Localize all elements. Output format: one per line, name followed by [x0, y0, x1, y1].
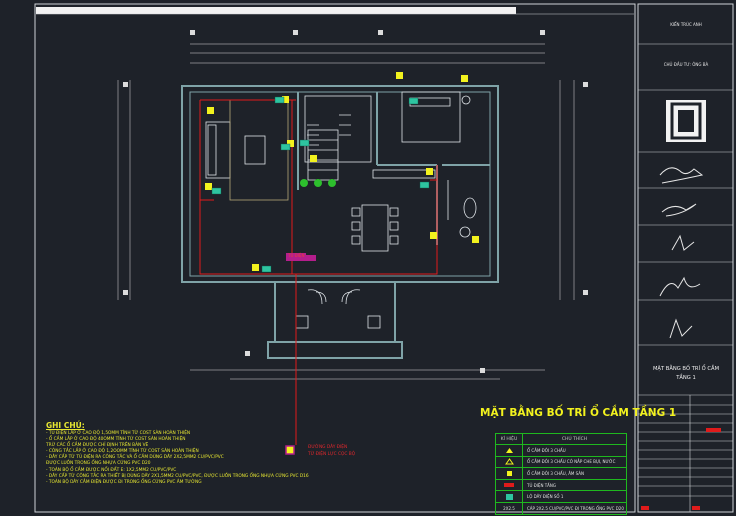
legend-symbol-floor-outlet: [496, 468, 523, 479]
legend-desc: Ổ CẮM ĐÔI 3 CHẤU: [527, 447, 566, 453]
dimension-lines: [117, 43, 575, 380]
distribution-panel: [286, 255, 316, 261]
note-line: - TOÀN BỘ Ổ CẮM ĐƯỢC NỐI ĐẤT E: 1X2,5MM2…: [46, 467, 177, 473]
legend-header: KÍ HIỆU CHÚ THÍCH: [496, 434, 626, 445]
dimension-ticks: [123, 30, 588, 373]
panel-icon: [504, 483, 514, 488]
general-notes: GHI CHÚ: - TỦ ĐIỆN LẮP Ở CAO ĐỘ 1,5OMM T…: [46, 421, 376, 486]
note-line: - TỦ ĐIỆN LẮP Ở CAO ĐỘ 1,5OMM TÍNH TỪ CO…: [46, 431, 191, 436]
legend-row: TỦ ĐIỆN TẦNG: [496, 479, 626, 492]
legend-symbol-circuit: [496, 491, 523, 502]
legend-row: Ổ CẮM ĐÔI 3 CHẤU CÓ NẮP CHE BỤI, NƯỚC: [496, 456, 626, 469]
note-line: - DÂY CẤP TỪ CÔNG TẮC RA THIẾT BỊ DÙNG D…: [46, 473, 309, 479]
service-drop-note-line-2: TỪ ĐIỆN LỰC CỌC BỘ: [308, 452, 356, 457]
outlet-covered-icon: [504, 458, 514, 465]
top-header-bar: [36, 7, 516, 14]
signature-marks: [659, 167, 704, 339]
legend-desc: TỦ ĐIỆN TẦNG: [527, 482, 556, 488]
title-block-frame: [637, 3, 734, 513]
legend-row: LỘ DÂY ĐIỆN SỐ 1: [496, 491, 626, 503]
legend-desc: LỘ DÂY ĐIỆN SỐ 1: [527, 494, 564, 500]
title-block-grid: [638, 43, 733, 512]
revision-marker: [706, 428, 721, 432]
owner-label: CHỦ ĐẦU TƯ: ÔNG BÀ: [663, 62, 709, 67]
service-drop-note: ĐƯỜNG DÂY ĐIỆN TỪ ĐIỆN LỰC CỌC BỘ: [308, 444, 355, 458]
outlet-double-icon: [505, 447, 513, 453]
sheet-title: MẶT BẰNG BỐ TRÍ Ổ CẮM TẦNG 1: [640, 365, 732, 383]
legend-header-desc: CHÚ THÍCH: [561, 436, 588, 442]
floor-plan-walls: [181, 85, 499, 359]
outlet-symbols: [205, 72, 479, 455]
outlet-tags: [211, 96, 430, 273]
drawing-title: MẶT BẰNG BỐ TRÍ Ổ CẮM TẦNG 1: [480, 407, 677, 419]
legend-row: Ổ CẮM ĐÔI 3 CHẤU: [496, 445, 626, 457]
note-line: TRỪ CÁC Ổ CẮM ĐƯỢC CHỈ ĐỊNH TRÊN BẢN VẼ: [46, 443, 149, 449]
furniture: [205, 91, 477, 329]
floor-outlet-icon: [506, 470, 512, 476]
plants: [300, 179, 336, 187]
legend-row: Ổ CẮM ĐÔI 3 CHẤU, ÂM SÀN: [496, 468, 626, 480]
circuit-tag-icon: [505, 493, 513, 500]
legend-desc: Ổ CẮM ĐÔI 3 CHẤU, ÂM SÀN: [527, 470, 584, 476]
legend-symbol-outlet-covered: [496, 456, 523, 468]
company-name: KIẾN TRÚC ANH: [670, 22, 702, 27]
sheet-border: [34, 3, 636, 513]
note-line: - Ổ CẮM LẮP Ở CAO ĐỘ 40OMM TÍNH TỪ COST …: [46, 437, 186, 443]
panel-label: TỦ ĐIỆN: [286, 253, 307, 258]
legend-symbol-cable: 2X2.5: [496, 502, 523, 514]
sheet-title-line-1: MẶT BẰNG BỐ TRÍ Ổ CẮM: [652, 366, 720, 372]
sheet-title-line-2: TẦNG 1: [676, 375, 696, 381]
notes-title: GHI CHÚ:: [46, 421, 85, 430]
legend-symbol-panel: [496, 479, 523, 491]
service-drop-note-line-1: ĐƯỜNG DÂY ĐIỆN: [308, 445, 348, 450]
legend-desc: Ổ CẮM ĐÔI 3 CHẤU CÓ NẮP CHE BỤI, NƯỚC: [527, 459, 616, 465]
wiring-runs: [199, 99, 438, 445]
legend-row: 2X2.5 CÁP 2X2.5 CU/PVC/PVC ĐI TRONG ỐNG …: [496, 502, 626, 514]
legend-header-symbol: KÍ HIỆU: [496, 434, 523, 444]
note-line: - TOÀN BỘ DÂY CẮM ĐIỆN ĐƯỢC ĐI TRONG ỐNG…: [46, 479, 202, 485]
note-line: - CÔNG TẮC LẮP Ở CAO ĐỘ 1,2OOMM TÍNH TỪ …: [46, 449, 199, 455]
legend-desc: CÁP 2X2.5 CU/PVC/PVC ĐI TRONG ỐNG PVC D2…: [527, 505, 624, 511]
note-line: - DÂY CẤP TỪ TỦ ĐIỆN RA CÔNG TẮC VÀ Ổ CẮ…: [46, 455, 224, 461]
legend-symbol-outlet: [496, 445, 523, 456]
legend-table: KÍ HIỆU CHÚ THÍCH Ổ CẮM ĐÔI 3 CHẤU Ổ CẮM…: [495, 433, 627, 515]
note-line: ĐƯỢC LUỒN TRONG ỐNG NHỰA CỨNG PVC D20: [46, 461, 151, 467]
